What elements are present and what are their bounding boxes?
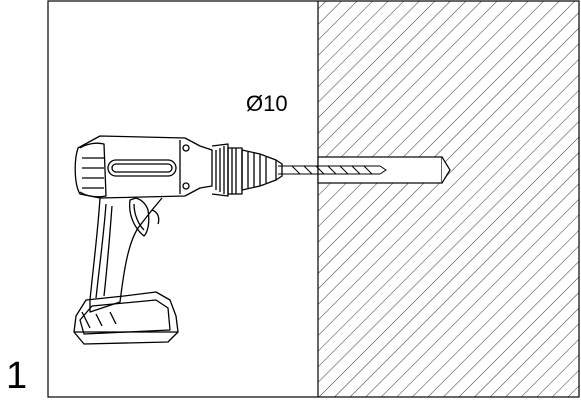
drill-bit bbox=[278, 165, 387, 175]
cordless-drill-icon bbox=[73, 135, 283, 345]
wall-section bbox=[317, 1, 579, 397]
drilled-hole bbox=[317, 156, 451, 184]
step-number: 1 bbox=[6, 355, 28, 397]
diameter-label: Ø10 bbox=[246, 91, 288, 116]
